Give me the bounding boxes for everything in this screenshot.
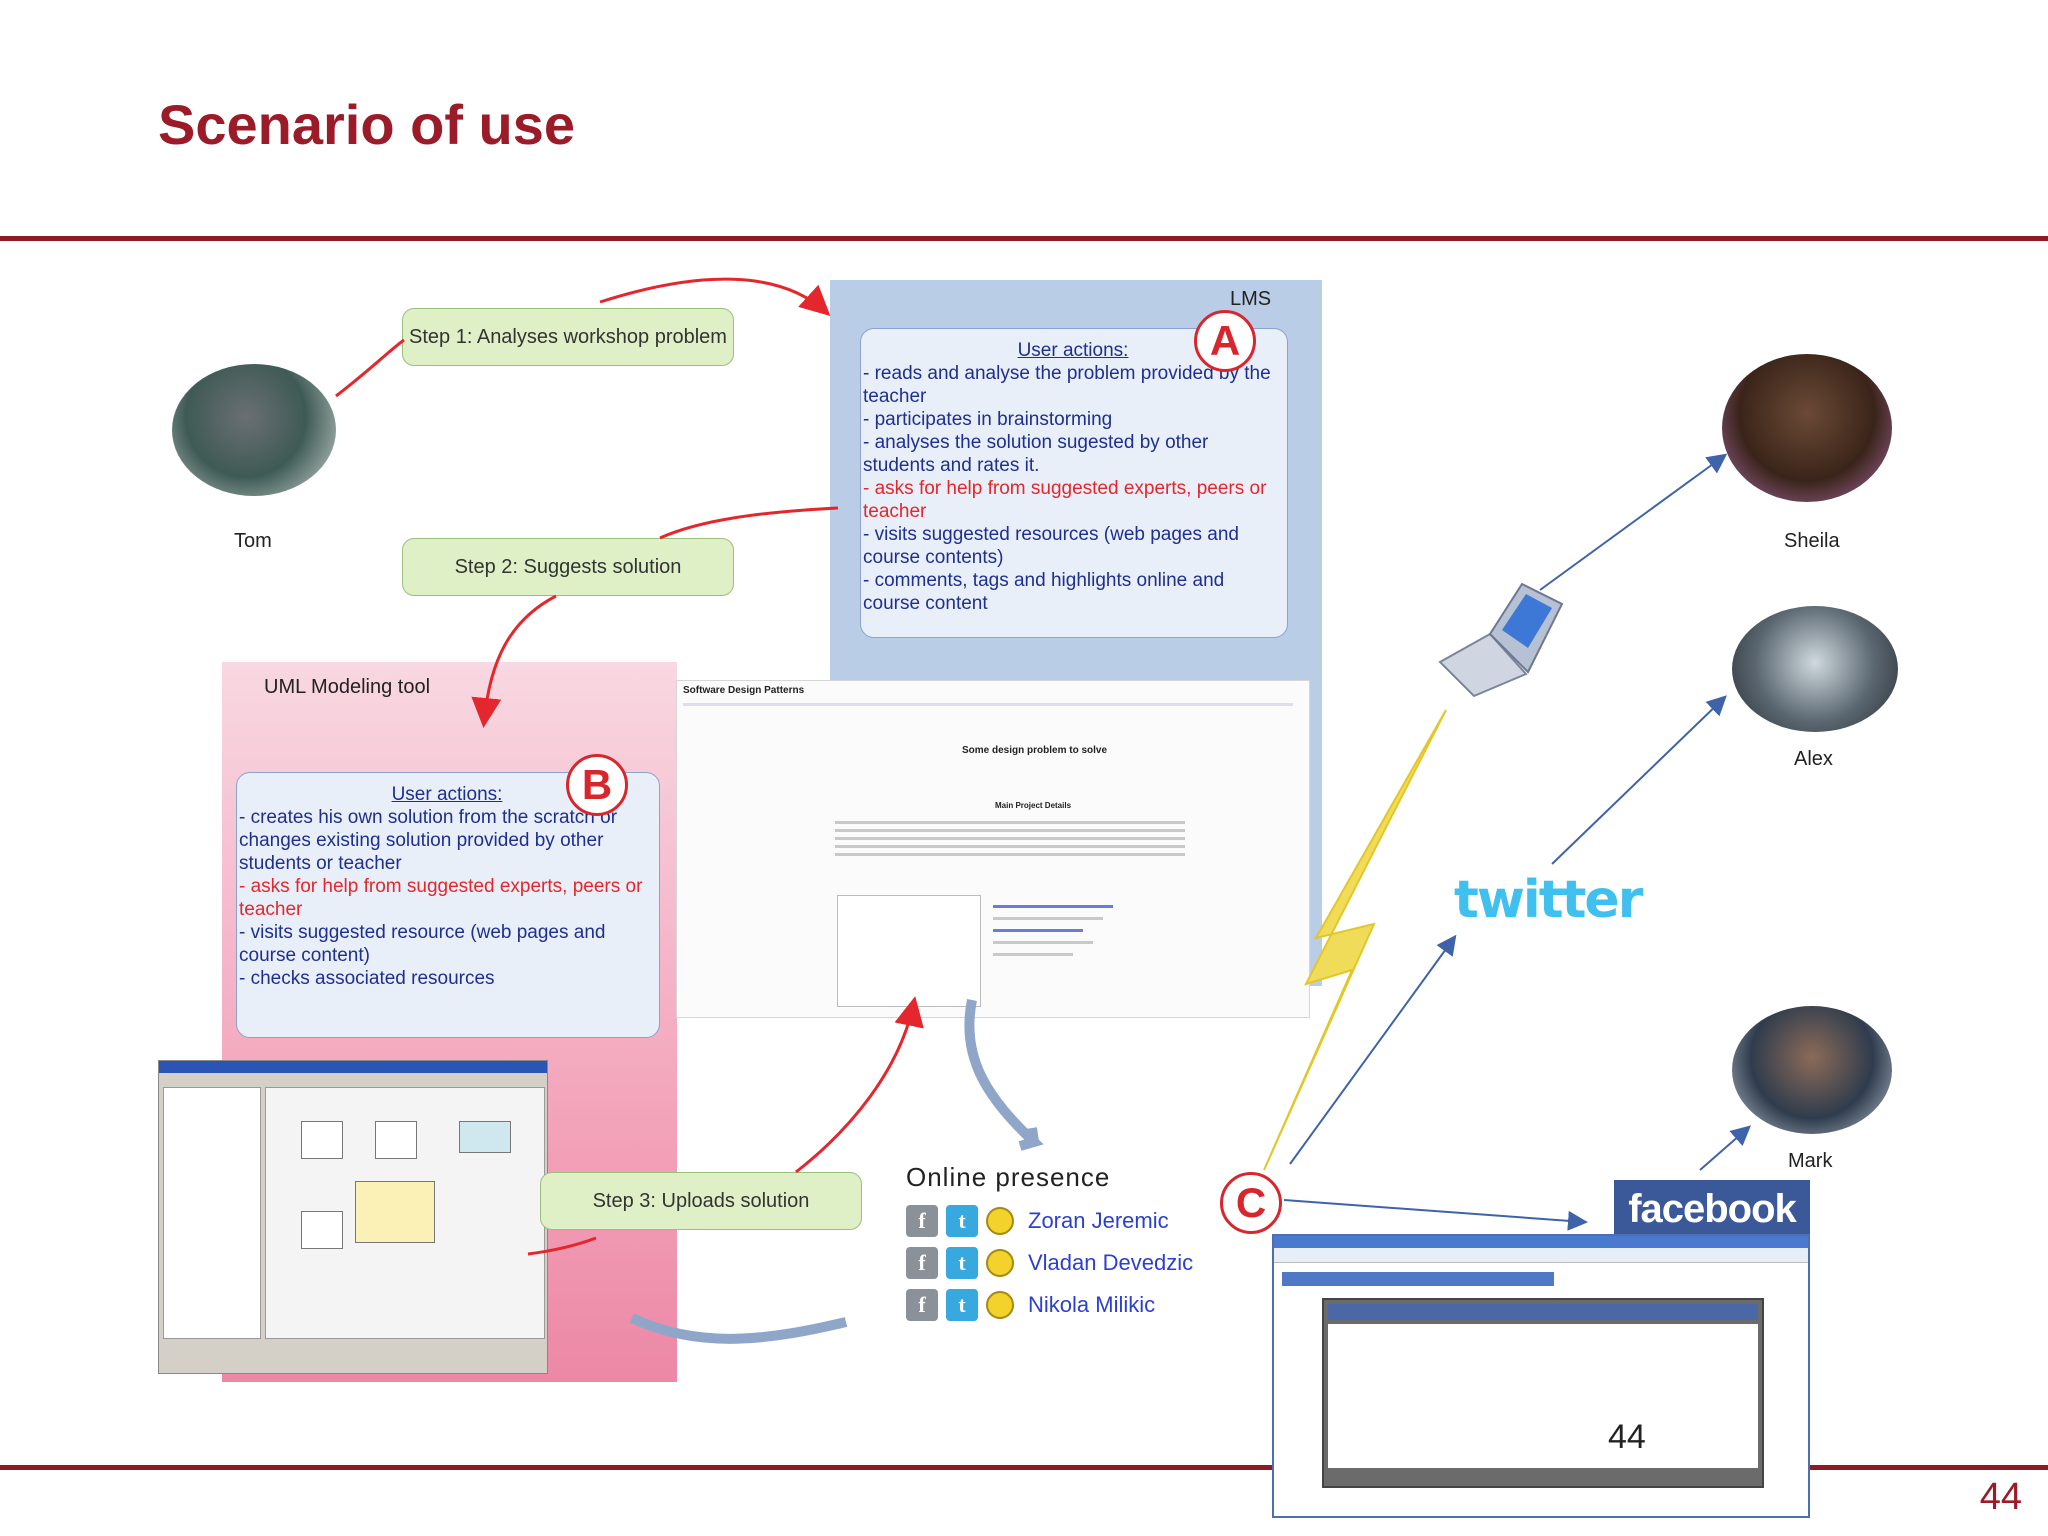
lms-action-line: - reads and analyse the problem provided… bbox=[863, 363, 1271, 407]
arrow-tom-to-step1 bbox=[335, 338, 405, 398]
online-user-name[interactable]: Vladan Devedzic bbox=[1028, 1250, 1194, 1275]
arrow-lms-to-online-presence bbox=[964, 999, 1044, 1151]
lightning-bolt-icon bbox=[1263, 709, 1447, 1171]
facebook-icon[interactable]: f bbox=[906, 1205, 938, 1237]
lms-actions-header: User actions: bbox=[1017, 340, 1129, 361]
step-2-box: Step 2: Suggests solution bbox=[402, 538, 734, 596]
uml-action-line: - checks associated resources bbox=[239, 968, 495, 989]
step-1-box: Step 1: Analyses workshop problem bbox=[402, 308, 734, 366]
twitter-icon[interactable]: t bbox=[946, 1247, 978, 1279]
arrow-step1-to-lms bbox=[599, 277, 831, 317]
uml-actions-header: User actions: bbox=[391, 784, 503, 805]
arrow-phone-to-sheila bbox=[1539, 453, 1728, 591]
tom-avatar bbox=[172, 364, 336, 496]
lms-label: LMS bbox=[1230, 288, 1272, 310]
badge-b: B bbox=[566, 754, 628, 816]
tom-name: Tom bbox=[234, 530, 272, 552]
lms-action-line: - visits suggested resources (web pages … bbox=[863, 524, 1239, 568]
uml-tool-screenshot bbox=[158, 1060, 548, 1374]
arrow-uml-to-online-presence bbox=[629, 1313, 848, 1344]
uml-label: UML Modeling tool bbox=[264, 676, 431, 698]
arrow-facebook-to-mark bbox=[1699, 1125, 1752, 1171]
mark-name: Mark bbox=[1788, 1150, 1833, 1172]
online-user-name[interactable]: Zoran Jeremic bbox=[1028, 1208, 1169, 1233]
arrow-twitter-to-alex bbox=[1551, 695, 1727, 865]
lms-user-actions: User actions: - reads and analyse the pr… bbox=[860, 328, 1288, 638]
step-3-box: Step 3: Uploads solution bbox=[540, 1172, 862, 1230]
lms-action-line: - comments, tags and highlights online a… bbox=[863, 570, 1225, 614]
status-smiley-icon bbox=[986, 1249, 1014, 1277]
lms-action-line: - asks for help from suggested experts, … bbox=[863, 478, 1267, 522]
facebook-icon[interactable]: f bbox=[906, 1247, 938, 1279]
badge-c: C bbox=[1220, 1172, 1282, 1234]
bottom-rule bbox=[0, 1465, 2048, 1470]
top-rule bbox=[0, 236, 2048, 241]
uml-action-line: - asks for help from suggested experts, … bbox=[239, 876, 643, 920]
uml-user-actions: User actions: - creates his own solution… bbox=[236, 772, 660, 1038]
mark-avatar bbox=[1732, 1006, 1892, 1134]
sheila-name: Sheila bbox=[1784, 530, 1840, 552]
badge-a: A bbox=[1194, 310, 1256, 372]
sheila-avatar bbox=[1722, 354, 1892, 502]
facebook-logo: facebook bbox=[1614, 1180, 1810, 1236]
arrow-online-to-facebook bbox=[1283, 1199, 1588, 1231]
overlay-page-number: 44 bbox=[1608, 1418, 1646, 1456]
facebook-icon[interactable]: f bbox=[906, 1289, 938, 1321]
page-title: Scenario of use bbox=[158, 93, 576, 156]
uml-action-line: - creates his own solution from the scra… bbox=[239, 807, 618, 874]
online-user-name[interactable]: Nikola Milikic bbox=[1028, 1292, 1156, 1317]
arrow-lms-to-step2 bbox=[659, 506, 839, 540]
online-presence-header: Online presence bbox=[906, 1162, 1111, 1192]
lms-action-line: - analyses the solution sugested by othe… bbox=[863, 432, 1209, 476]
uml-action-line: - visits suggested resource (web pages a… bbox=[239, 922, 606, 966]
status-smiley-icon bbox=[986, 1291, 1014, 1319]
moodle-message-window bbox=[1272, 1234, 1810, 1518]
arrow-online-to-twitter bbox=[1289, 934, 1457, 1165]
status-smiley-icon bbox=[986, 1207, 1014, 1235]
arrow-step2-to-uml bbox=[471, 594, 557, 728]
screenshot-details-title: Main Project Details bbox=[995, 801, 1072, 810]
screenshot-heading: Software Design Patterns bbox=[683, 685, 805, 696]
alex-avatar bbox=[1732, 606, 1898, 732]
lms-action-line: - participates in brainstorming bbox=[863, 409, 1113, 430]
screenshot-problem-title: Some design problem to solve bbox=[962, 745, 1108, 756]
send-message-dialog bbox=[1322, 1298, 1764, 1488]
page-number: 44 bbox=[1979, 1476, 2022, 1518]
arrow-uml-to-step3 bbox=[527, 1236, 597, 1256]
screenshot-diagram-thumb bbox=[837, 895, 981, 1007]
twitter-logo: twitter bbox=[1454, 870, 1643, 930]
twitter-icon[interactable]: t bbox=[946, 1289, 978, 1321]
arrow-step3-to-lms bbox=[795, 996, 924, 1174]
lms-screenshot: Software Design Patterns Some design pro… bbox=[676, 680, 1310, 1018]
twitter-icon[interactable]: t bbox=[946, 1205, 978, 1237]
alex-name: Alex bbox=[1794, 748, 1833, 770]
mobile-phone-icon bbox=[1438, 582, 1564, 698]
